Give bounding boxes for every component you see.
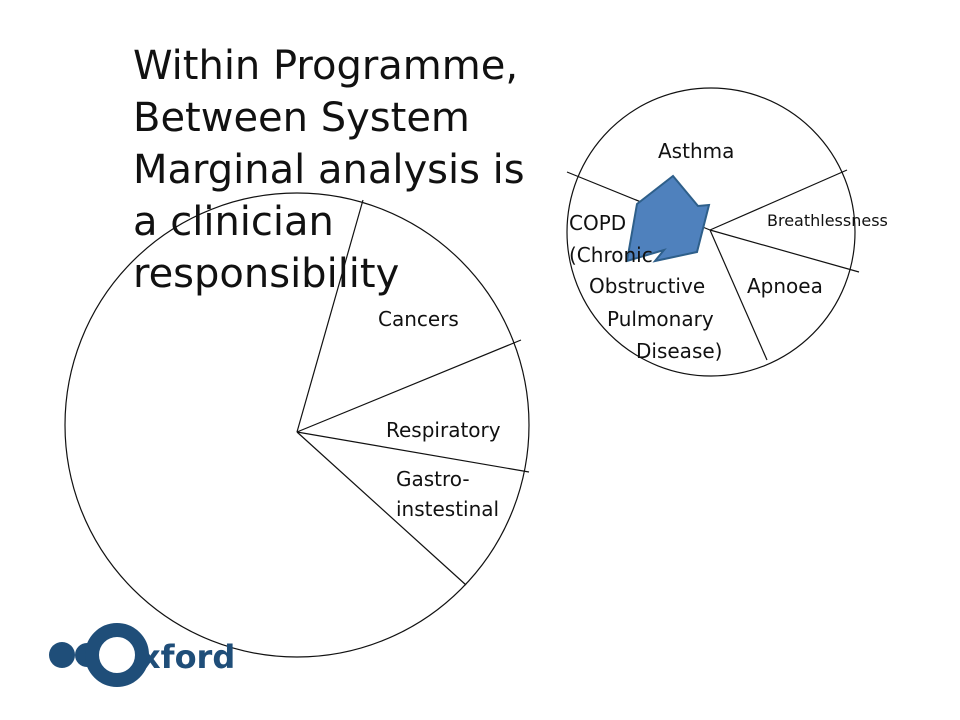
large-pie-divider-cancers-top [296,199,364,433]
small-pie [566,87,860,377]
label-breathlessness: Breathlessness [767,211,888,230]
title-line-4: a clinician [133,199,334,245]
slide-title: Within Programme, Between System Margina… [133,40,525,300]
large-pie-divider-respiratory-gastro [296,431,530,473]
label-copd-line1: COPD [569,211,627,235]
label-cancers: Cancers [378,307,459,331]
title-line-2: Between System [133,95,470,141]
title-line-5: responsibility [133,251,400,297]
label-copd-line5: Disease) [636,339,723,363]
logo-ring [85,623,149,687]
label-respiratory: Respiratory [386,418,501,442]
large-pie-divider-cancers-respiratory [296,339,522,433]
title-line-1: Within Programme, [133,43,519,89]
title-line-3: Marginal analysis is [133,147,525,193]
large-pie [64,192,530,658]
large-pie-outline [64,192,530,658]
label-asthma: Asthma [658,139,735,163]
small-pie-divider-apnoea-copd [709,229,768,361]
label-copd-line2: (Chronic [569,243,653,267]
small-pie-divider-breathlessness-apnoea [709,229,860,273]
block-arrow [625,174,711,263]
label-apnoea: Apnoea [747,274,823,298]
label-copd-line3: Obstructive [589,274,706,298]
small-pie-divider-asthma-breathlessness [709,169,848,231]
large-pie-divider-gastro-bottom [296,431,467,586]
label-gastro-line2: instestinal [396,497,500,521]
oxford-logo-mark [49,623,149,687]
logo-small-dot [49,642,75,668]
label-gastro-line1: Gastro- [396,467,470,491]
oxford-logo-text: xford [140,638,236,676]
label-copd-line4: Pulmonary [607,307,714,331]
